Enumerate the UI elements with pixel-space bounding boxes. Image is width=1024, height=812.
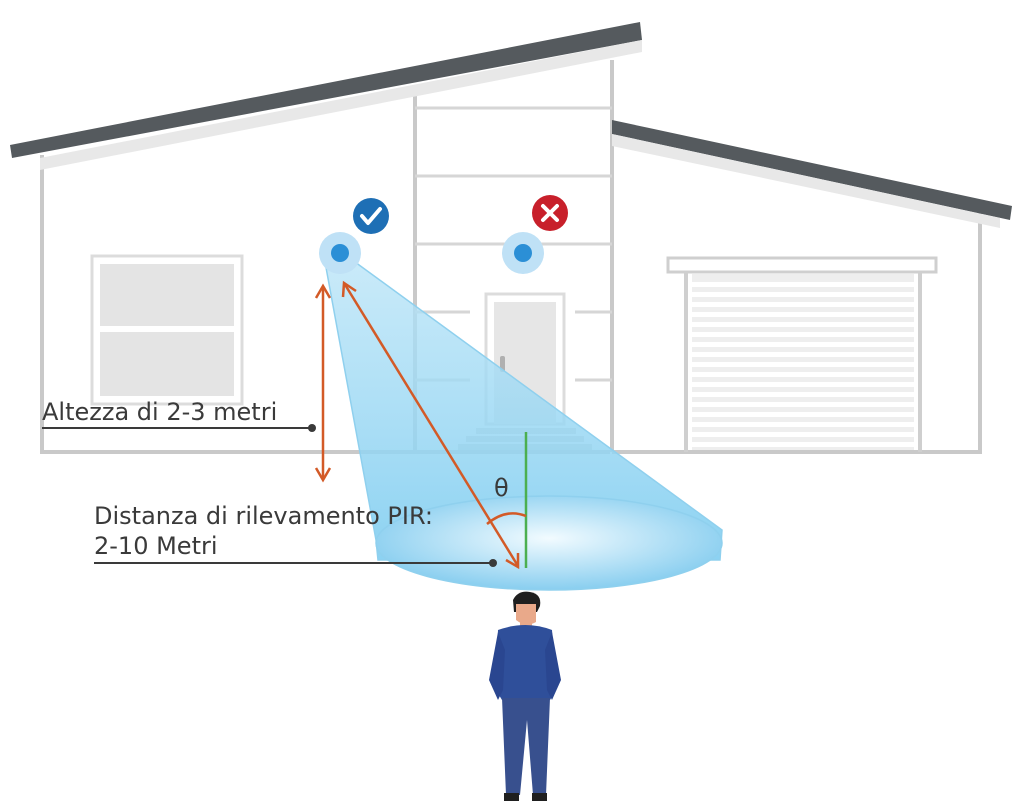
garage-slat	[692, 402, 914, 407]
garage-door	[666, 256, 938, 452]
window	[90, 254, 244, 406]
angle-arc	[486, 512, 527, 525]
height-leader	[42, 424, 316, 432]
roof-right	[612, 120, 1012, 228]
house-right-wing	[612, 210, 982, 454]
pir-distance-line1: Distanza di rilevamento PIR:	[94, 502, 433, 530]
camera-bad-position	[502, 232, 544, 274]
garage-slat	[692, 422, 914, 427]
garage-slat	[692, 382, 914, 387]
garage-slat	[692, 432, 914, 437]
angle-label: θ	[494, 474, 509, 502]
garage-slat	[692, 322, 914, 327]
distance-arrow	[341, 280, 520, 570]
pir-distance-label: Distanza di rilevamento PIR: 2-10 Metri	[94, 501, 433, 561]
pir-distance-line2: 2-10 Metri	[94, 532, 218, 560]
x-circle-icon	[532, 195, 568, 231]
garage-slat	[692, 292, 914, 297]
garage-slat	[692, 332, 914, 337]
garage-slat	[692, 362, 914, 367]
camera-good-position	[319, 232, 361, 274]
garage-slat	[692, 412, 914, 417]
garage-slat	[692, 352, 914, 357]
height-arrow	[314, 283, 332, 483]
pir-leader	[94, 559, 497, 567]
roof-left	[10, 22, 642, 170]
height-label: Altezza di 2-3 metri	[42, 398, 278, 426]
garage-slat	[692, 312, 914, 317]
person	[489, 591, 561, 801]
garage-slat	[692, 372, 914, 377]
garage-slat	[692, 282, 914, 287]
garage-slat	[692, 392, 914, 397]
garage-slat	[692, 442, 914, 447]
garage-slat	[692, 302, 914, 307]
check-circle-icon	[353, 198, 389, 234]
garage-slat	[692, 342, 914, 347]
